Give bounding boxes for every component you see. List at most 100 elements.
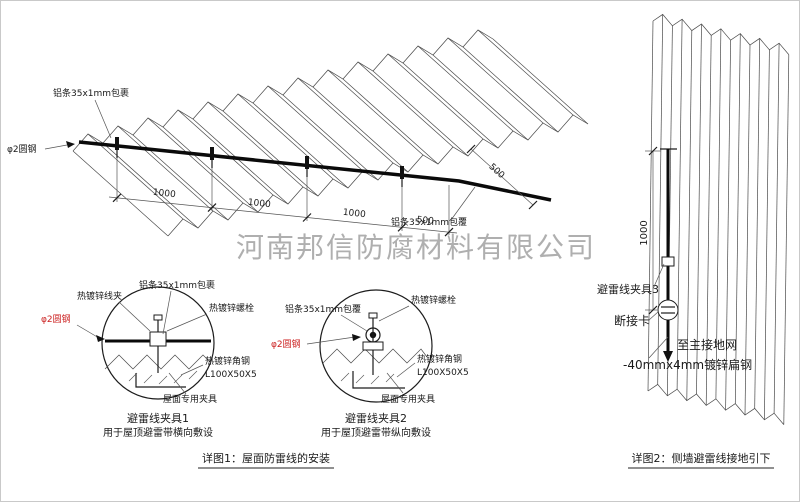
dim-tick: [528, 200, 538, 210]
detail1-angle-label: 热镀锌角钢: [205, 355, 250, 367]
wall-to-ground-label: 至主接地网: [677, 337, 737, 352]
hatch-line: [128, 372, 138, 382]
wall-rib-line: [734, 33, 741, 404]
caption-1-group: 详图1：屋面防雷线的安装: [198, 451, 334, 469]
roof-rib-line: [477, 29, 574, 116]
detail-circle-outline: [319, 289, 433, 403]
roof-rib-line: [87, 133, 184, 220]
detail1-wrap-label: 铝条35x1mm包裹: [139, 279, 215, 291]
roof-rib-line: [102, 142, 199, 229]
wall-rib-line: [773, 43, 780, 414]
roof-dimension-chain: 1000 1000 1000 500: [108, 158, 458, 237]
disconnect-joint-circle: [657, 299, 679, 321]
dim-1000: 1000: [152, 188, 176, 200]
leader-line: [168, 372, 187, 395]
roof-rib-line: [312, 86, 409, 173]
wall-rib-line: [764, 49, 770, 420]
roof-wrap-right-label: 铝条35x1mm包覆: [391, 216, 467, 228]
wall-dimension: 1000: [639, 146, 661, 315]
dimension-line: [470, 148, 534, 206]
hatch-line: [143, 374, 153, 384]
detail2-subtitle: 用于屋顶避雷带纵向敷设: [321, 426, 431, 439]
leader-line: [396, 362, 416, 378]
roof-profile-zigzag: [322, 348, 428, 364]
wall-rib-line: [783, 54, 790, 425]
leader-line: [652, 263, 665, 290]
detail2-angle-size: L100X50X5: [417, 368, 469, 378]
detail-circle-1: 热镀锌线夹 铝条35x1mm包裹 热镀锌螺栓 φ2圆钢 热镀锌角钢 L100X5…: [41, 279, 257, 439]
leader-line: [340, 314, 368, 332]
leader-line: [306, 336, 356, 345]
dimension-line: [108, 196, 458, 234]
roof-far-edge: [167, 114, 589, 237]
wire-clamp: [115, 137, 119, 150]
roof-corrugated-sheet: [72, 29, 589, 237]
dim-tick: [444, 227, 454, 237]
dim-tick: [302, 213, 312, 222]
leader-line: [94, 99, 112, 139]
detail1-rod-label: φ2圆钢: [41, 313, 71, 325]
dim-tick: [648, 146, 658, 156]
caption-1: 详图1：屋面防雷线的安装: [202, 451, 330, 465]
roof-rib-line: [207, 101, 304, 188]
leader-line: [386, 372, 404, 394]
wall-clamp3-label: 避雷线夹具3: [597, 282, 659, 296]
wall-conductor-group: [657, 148, 679, 362]
wire-clamp: [210, 147, 214, 160]
roof-rib-line: [282, 94, 379, 181]
leader-line: [648, 336, 669, 359]
roof-near-edge: [72, 29, 494, 152]
roof-rib-line: [162, 126, 259, 213]
hatch-line: [385, 373, 395, 383]
wall-corrugated-sheet: [647, 13, 790, 425]
detail2-rod-label: φ2圆钢: [271, 338, 301, 350]
hatch-line: [158, 375, 168, 385]
roof-right-dimension: 500: [466, 144, 538, 210]
leader-line: [162, 290, 172, 335]
roof-rib-line: [267, 85, 364, 172]
wall-dim-1000: 1000: [639, 220, 650, 245]
detail2-angle-label: 热镀锌角钢: [417, 353, 462, 365]
dim-tick: [207, 203, 217, 213]
roof-rib-line: [297, 77, 394, 164]
hatch-line: [173, 374, 183, 384]
detail1-clip-label: 热镀锌线夹: [77, 290, 122, 302]
dim-tick: [112, 193, 122, 203]
roof-rib-line: [327, 69, 424, 156]
detail1-subtitle: 用于屋顶避雷带横向敷设: [103, 426, 213, 439]
detail2-bolt-label: 热镀锌螺栓: [411, 294, 456, 306]
company-watermark: 河南邦信防腐材料有限公司: [236, 231, 596, 264]
detail-circle-2: 铝条35x1mm包覆 热镀锌螺栓 φ2圆钢 热镀锌角钢 L100X50X5 屋面…: [271, 289, 469, 439]
bolt-head: [368, 312, 378, 319]
roof-rib-line: [387, 53, 484, 140]
dim-1000: 1000: [247, 198, 271, 210]
roof-rod-label: φ2圆钢: [7, 143, 37, 155]
roof-rib-line: [147, 117, 244, 204]
detail2-clamp-label: 屋面专用夹具: [381, 393, 435, 405]
hatch-line: [188, 370, 198, 380]
roof-rib-line: [222, 110, 319, 197]
caption-2: 详图2：侧墙避雷线接地引下: [632, 451, 771, 465]
wall-labels: 避雷线夹具3 断接卡 至主接地网 -40mmx4mm镀锌扁钢: [597, 263, 752, 372]
leader-line: [450, 186, 476, 221]
detail2-wrap-label: 铝条35x1mm包覆: [285, 303, 361, 315]
hatch-line: [340, 372, 350, 382]
wall-rib-line: [744, 44, 751, 416]
dim-tick: [466, 144, 476, 154]
wire-clip: [149, 331, 167, 347]
wall-flat-steel-label: -40mmx4mm镀锌扁钢: [623, 358, 752, 372]
arrowhead: [352, 334, 361, 341]
down-arrow: [663, 351, 673, 362]
roof-rib-line: [492, 38, 589, 125]
detail1-clamp-label: 屋面专用夹具: [163, 393, 217, 405]
dim-tick: [648, 305, 658, 315]
detail1-angle-size: L100X50X5: [205, 370, 257, 380]
dim-tick: [397, 222, 407, 232]
roof-rib-line: [432, 54, 529, 141]
roof-rib-line: [117, 125, 214, 212]
arrowhead: [66, 141, 75, 148]
wall-rib-line: [754, 38, 761, 409]
roof-rib-line: [447, 37, 544, 124]
caption-2-group: 详图2：侧墙避雷线接地引下: [628, 451, 774, 469]
roof-rib-line: [402, 62, 499, 149]
